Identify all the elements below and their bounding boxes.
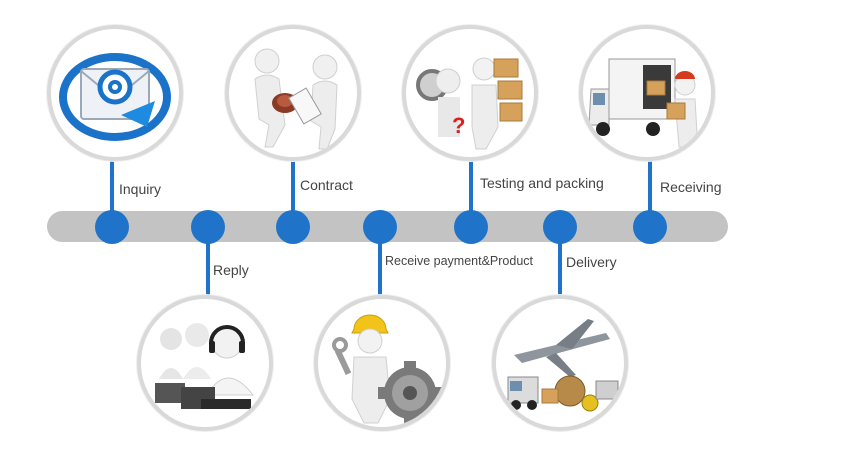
svg-text:?: ? [452,113,465,138]
timeline-node-inquiry [95,210,129,244]
step-image-receiving [579,25,715,161]
connector-inquiry [110,160,114,220]
step-image-payment [314,295,450,431]
step-image-contract [225,25,361,161]
connector-testing [469,160,473,220]
timeline-node-testing [454,210,488,244]
timeline-node-delivery [543,210,577,244]
inspection-boxes-icon: ? [416,57,523,150]
timeline-node-payment [363,210,397,244]
step-label-reply: Reply [213,262,249,278]
step-image-reply [137,295,273,431]
step-image-delivery [492,295,628,431]
step-image-testing: ? [402,25,538,161]
handshake-icon [254,48,338,150]
connector-contract [291,160,295,220]
connector-reply [206,236,210,296]
connector-receiving [648,160,652,220]
connector-delivery [558,236,562,296]
delivery-truck-icon [588,58,698,148]
step-image-inquiry [47,25,183,161]
step-label-delivery: Delivery [566,254,617,270]
headset-operators-icon [155,323,255,409]
step-label-inquiry: Inquiry [119,181,162,197]
email-icon [59,53,171,141]
timeline-node-contract [276,210,310,244]
timeline-node-receiving [633,210,667,244]
step-label-contract: Contract [300,177,353,193]
step-label-payment: Receive payment&Product [385,254,533,268]
step-label-testing: Testing and packing [480,175,604,191]
plane-truck-icon [507,319,619,412]
timeline-node-reply [191,210,225,244]
connector-payment [378,236,382,296]
worker-gear-icon [332,314,442,425]
step-label-receiving: Receiving [660,179,722,195]
